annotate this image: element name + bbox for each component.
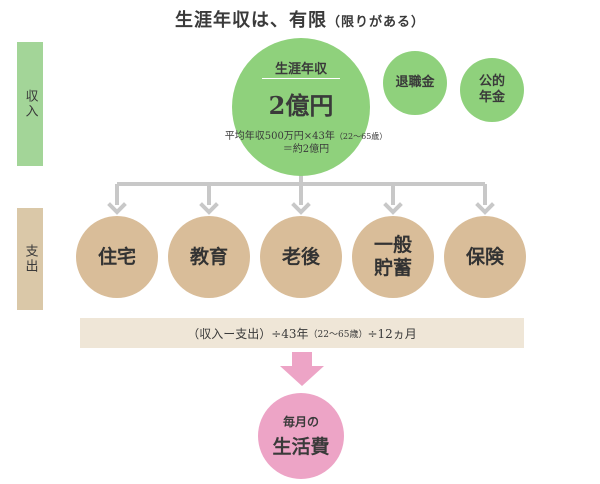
retirement-bonus-circle: 退職金 [383, 51, 447, 115]
formula-main: （収入ー支出）÷43年 [187, 326, 309, 341]
expense-education: 教育 [168, 216, 250, 298]
formula-tail: ÷12ヵ月 [367, 326, 417, 341]
expense-insurance: 保険 [444, 216, 526, 298]
pink-arrow-shaft [292, 352, 312, 366]
expense-housing: 住宅 [76, 216, 158, 298]
formula-age: （22～65歳） [308, 329, 368, 340]
arrow-head-4 [383, 202, 403, 215]
public-pension-label: 公的 年金 [478, 74, 505, 105]
result-small-label: 毎月の [282, 415, 319, 429]
monthly-living-cost-circle: 毎月の 生活費 [258, 393, 344, 479]
expense-general-savings: 一般 貯蓄 [352, 216, 434, 298]
page-title: 生涯年収は、有限（限りがある） [0, 6, 600, 32]
lifetime-income-divider [262, 78, 340, 79]
expense-general-savings-label: 一般 貯蓄 [373, 234, 412, 279]
expense-housing-label: 住宅 [97, 245, 136, 268]
calc-age: （22～65歳） [334, 132, 388, 141]
formula-bar: （収入ー支出）÷43年（22～65歳）÷12ヵ月 [80, 318, 524, 348]
expense-retirement: 老後 [260, 216, 342, 298]
public-pension-circle: 公的 年金 [460, 58, 524, 122]
calc-prefix: 平均年収500万円×43年 [224, 131, 335, 142]
pink-arrow-head [280, 366, 324, 386]
income-side-label: 収入 [17, 42, 43, 166]
title-sub: （限りがある） [326, 15, 425, 30]
calc-result: ＝約2億円 [282, 144, 330, 155]
expense-retirement-label: 老後 [281, 245, 320, 268]
arrow-head-5 [475, 202, 495, 215]
arrow-head-3 [291, 202, 311, 215]
expense-education-label: 教育 [189, 245, 228, 268]
retirement-bonus-label: 退職金 [395, 75, 435, 90]
lifetime-income-value: 2億円 [268, 91, 334, 120]
title-main: 生涯年収は、有限 [174, 10, 327, 31]
arrow-head-2 [199, 202, 219, 215]
lifetime-income-label: 生涯年収 [274, 62, 327, 77]
result-big-label: 生活費 [272, 436, 330, 458]
arrow-head-1 [107, 202, 127, 215]
lifetime-income-circle [232, 38, 370, 176]
expense-side-label: 支出 [17, 208, 43, 310]
expense-insurance-label: 保険 [465, 245, 504, 268]
lifetime-income-calc: 平均年収500万円×43年（22～65歳） ＝約2億円 [206, 130, 406, 156]
